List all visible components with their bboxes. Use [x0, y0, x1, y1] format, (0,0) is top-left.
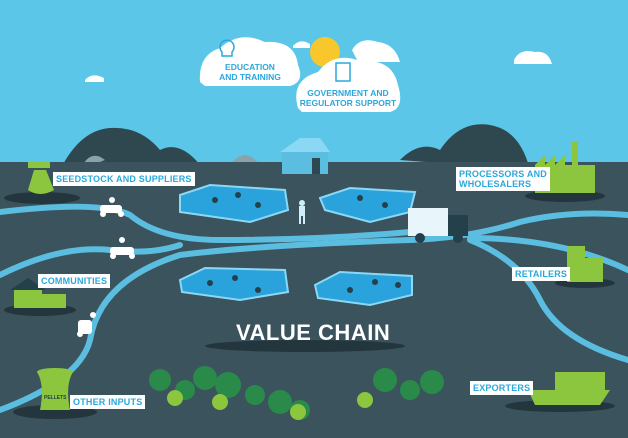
scooter-icons: [77, 197, 135, 337]
farm-house-icon: [280, 138, 330, 174]
trees: [149, 366, 444, 420]
clouds: [85, 37, 552, 112]
clipboard-icon: [335, 62, 351, 82]
communities-label: COMMUNITIES: [38, 274, 111, 288]
roads: [0, 203, 628, 413]
retail-building-icon: [567, 246, 603, 282]
education-line2: AND TRAINING: [219, 72, 281, 82]
truck-icon: [408, 208, 468, 243]
retailers-label: RETAILERS: [512, 267, 571, 281]
education-and-training-label: EDUCATION AND TRAINING: [208, 62, 292, 82]
shrimp: [207, 192, 401, 293]
processors-line2: WHOLESALERS: [459, 179, 532, 189]
exporters-label: EXPORTERS: [470, 381, 534, 395]
pond: [178, 266, 290, 302]
lightbulb-icon: [219, 39, 235, 57]
farmer-icon: [299, 200, 305, 224]
government-line2: REGULATOR SUPPORT: [299, 98, 397, 108]
education-cloud: [199, 37, 301, 86]
ponds: [178, 183, 417, 307]
sun: [310, 37, 340, 67]
seedstock-bag-icon: [28, 162, 54, 194]
processors-line1: PROCESSORS AND: [459, 169, 547, 179]
education-line1: EDUCATION: [225, 62, 275, 72]
government-line1: GOVERNMENT AND: [307, 88, 389, 98]
processors-label: PROCESSORS AND WHOLESALERS: [456, 167, 550, 191]
seedstock-label: SEEDSTOCK AND SUPPLIERS: [53, 172, 195, 186]
pellets-label: PELLETS: [44, 395, 67, 401]
value-chain-title: VALUE CHAIN: [236, 320, 391, 345]
government-support-label: GOVERNMENT AND REGULATOR SUPPORT: [296, 88, 400, 108]
pond: [179, 183, 290, 224]
pellets-bin-icon: [37, 368, 73, 410]
other-inputs-label: OTHER INPUTS: [70, 395, 146, 409]
light-trees: [167, 390, 373, 420]
government-cloud: [296, 57, 401, 112]
pond: [313, 270, 413, 307]
community-house-icon: [10, 278, 66, 308]
cargo-ship-icon: [528, 372, 610, 405]
